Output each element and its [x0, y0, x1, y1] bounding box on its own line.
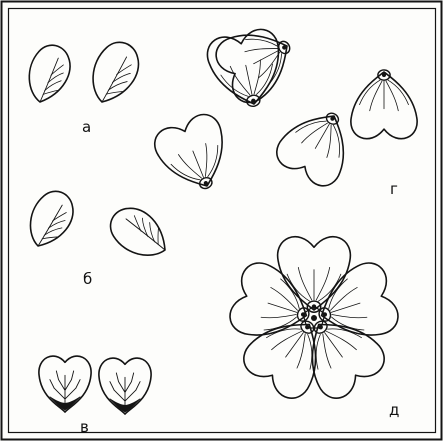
petal-g-3 [351, 70, 417, 139]
petal-group-g [150, 15, 417, 201]
label-a: а [82, 120, 91, 135]
petal-b-left [24, 186, 78, 253]
label-d: д [389, 403, 399, 418]
flower-petal-5 [225, 258, 319, 351]
petal-group-b [24, 186, 176, 264]
flower-group-d [225, 237, 402, 405]
petal-v-left [39, 356, 91, 412]
petal-a-right [87, 37, 144, 108]
petal-a-left [26, 42, 73, 105]
petal-v-right [99, 358, 151, 414]
flower-petal-2 [308, 258, 402, 351]
label-b: б [83, 272, 92, 287]
petal-g-4 [150, 110, 240, 201]
petal-g-5 [271, 97, 365, 191]
label-v: в [80, 420, 89, 435]
petal-group-v [39, 356, 151, 414]
petal-group-a [26, 37, 144, 108]
label-g: г [390, 182, 398, 197]
petal-b-right [103, 201, 176, 264]
